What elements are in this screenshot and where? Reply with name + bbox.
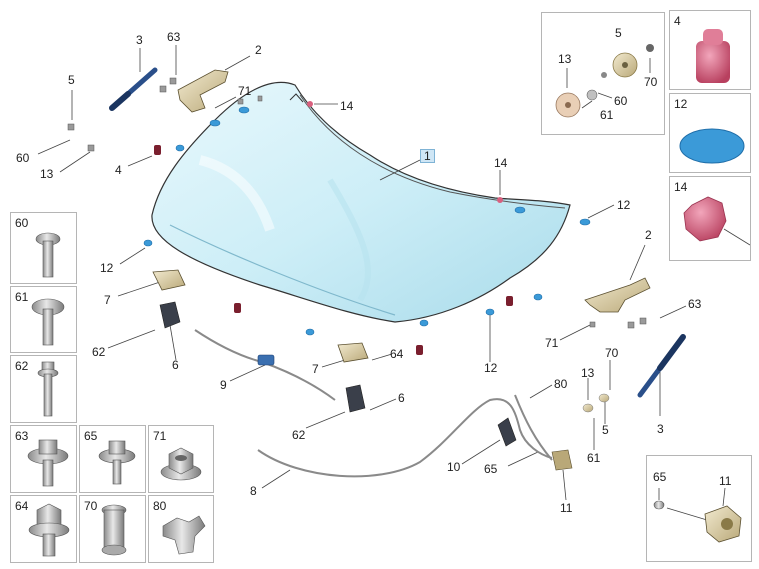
label-70-right: 70 xyxy=(605,346,619,360)
label-5-left: 5 xyxy=(68,73,75,87)
inset-bump-stop: 4 xyxy=(669,10,751,90)
label-13-right: 13 xyxy=(581,366,595,380)
label-13: 13 xyxy=(558,52,572,66)
label-2-right: 2 xyxy=(645,228,652,242)
leader-lines xyxy=(37,45,687,501)
label-63-right: 63 xyxy=(688,297,702,311)
screw-61-icon xyxy=(31,298,65,346)
inset-number-60: 60 xyxy=(15,216,29,230)
label-64: 64 xyxy=(390,347,404,361)
plug-inset-icon xyxy=(683,196,750,246)
inset-number-62: 62 xyxy=(15,359,29,373)
hood-panel xyxy=(151,81,571,323)
inset-washer-set: 5 13 70 60 61 xyxy=(541,12,665,135)
inset-bolt-63: 63 xyxy=(10,425,77,493)
label-12-right: 12 xyxy=(617,198,631,212)
lock-unit-inset-icon xyxy=(653,487,742,543)
inset-screw-61: 61 xyxy=(10,286,77,353)
label-5-right: 5 xyxy=(602,423,609,437)
inset-clip-80: 80 xyxy=(148,495,214,563)
bolt-63-icon xyxy=(27,439,69,487)
rivet-nut-icon xyxy=(101,504,127,556)
bracket-icon xyxy=(152,269,369,363)
label-3-top: 3 xyxy=(136,33,143,47)
label-12-bottom: 12 xyxy=(484,361,498,375)
washer-set-drawing xyxy=(555,44,654,118)
inset-number-4: 4 xyxy=(674,14,681,28)
label-1-hood: 1 xyxy=(420,149,435,163)
bump-stop-icon xyxy=(154,145,513,355)
inset-number-64: 64 xyxy=(15,499,29,513)
pad-inset-icon xyxy=(679,128,745,164)
label-6-mid: 6 xyxy=(398,391,405,405)
label-14-top: 14 xyxy=(340,99,354,113)
washer-icon xyxy=(582,393,610,413)
label-61-right: 61 xyxy=(587,451,601,465)
clip-icon xyxy=(162,515,206,555)
label-8: 8 xyxy=(250,484,257,498)
inset-number-71: 71 xyxy=(153,429,167,443)
inset-round-plug: 14 xyxy=(669,176,751,261)
strut-icon xyxy=(109,67,686,398)
label-70: 70 xyxy=(644,75,658,89)
latch-icon xyxy=(159,301,366,413)
inset-number-80: 80 xyxy=(153,499,167,513)
lock-unit-icon xyxy=(551,449,573,471)
label-7-left: 7 xyxy=(104,293,111,307)
label-80: 80 xyxy=(554,377,568,391)
inset-number-70: 70 xyxy=(84,499,98,513)
inset-screw-62: 62 xyxy=(10,355,77,423)
plug-icon xyxy=(307,101,503,203)
inset-screw-60: 60 xyxy=(10,212,77,284)
label-3-right: 3 xyxy=(657,422,664,436)
screw-60-icon xyxy=(35,232,61,278)
label-14-right: 14 xyxy=(494,156,508,170)
label-11-inset: 11 xyxy=(719,474,732,488)
inset-seal-pad: 12 xyxy=(669,93,751,173)
label-60: 60 xyxy=(614,94,628,108)
inset-flange-nut-71: 71 xyxy=(148,425,214,493)
label-7-mid: 7 xyxy=(312,362,319,376)
inset-number-14: 14 xyxy=(674,180,688,194)
pad-icon xyxy=(143,106,591,336)
inset-number-12: 12 xyxy=(674,97,688,111)
label-63-top: 63 xyxy=(167,30,181,44)
label-13-left: 13 xyxy=(40,167,54,181)
label-71-top: 71 xyxy=(238,84,252,98)
nut-icon xyxy=(160,447,202,481)
label-60-left: 60 xyxy=(16,151,30,165)
release-handle-icon xyxy=(497,417,517,447)
label-71-right: 71 xyxy=(545,336,559,350)
label-2-top: 2 xyxy=(255,43,262,57)
inset-number-65: 65 xyxy=(84,429,98,443)
label-5: 5 xyxy=(615,26,622,40)
bolt-64-icon xyxy=(28,503,70,557)
label-4-left: 4 xyxy=(115,163,122,177)
inset-rivet-nut-70: 70 xyxy=(79,495,146,563)
bolt-icon xyxy=(67,77,647,329)
label-11-bottom: 11 xyxy=(560,501,573,515)
label-12-left: 12 xyxy=(100,261,114,275)
inset-lock-unit: 65 11 xyxy=(646,455,752,562)
cable-clip-icon xyxy=(257,354,275,366)
bolt-65-icon xyxy=(98,440,136,485)
label-61: 61 xyxy=(600,108,614,122)
label-9: 9 xyxy=(220,378,227,392)
bump-stop-inset-icon xyxy=(696,29,730,83)
label-10: 10 xyxy=(447,460,461,474)
label-62-left: 62 xyxy=(92,345,106,359)
inset-number-61: 61 xyxy=(15,290,29,304)
screw-62-icon xyxy=(37,361,59,417)
label-65-mid: 65 xyxy=(484,462,498,476)
cable-icon xyxy=(194,329,553,478)
inset-bolt-65: 65 xyxy=(79,425,146,493)
label-65-inset: 65 xyxy=(653,470,667,484)
label-6-left: 6 xyxy=(172,358,179,372)
inset-bolt-64: 64 xyxy=(10,495,77,563)
hinge-icon xyxy=(177,69,651,313)
label-62-mid: 62 xyxy=(292,428,306,442)
inset-number-63: 63 xyxy=(15,429,29,443)
